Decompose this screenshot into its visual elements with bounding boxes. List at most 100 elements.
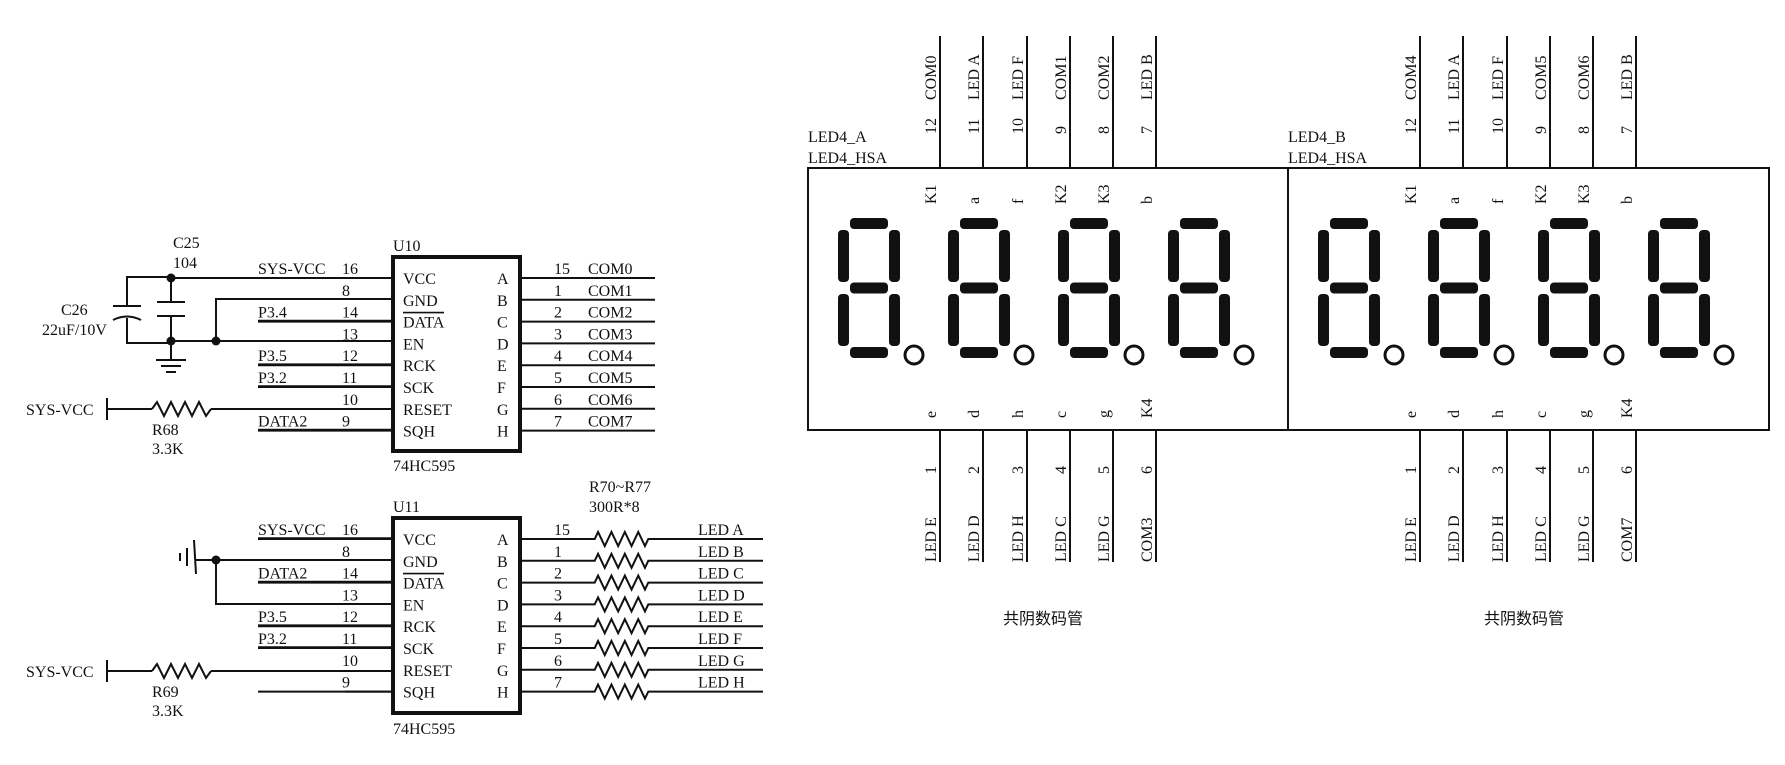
- pin-number: 12: [342, 348, 358, 365]
- pin-number: 15: [554, 522, 570, 539]
- segment: [838, 294, 849, 346]
- pin-name: EN: [403, 336, 425, 353]
- display-pin-function: f: [1490, 198, 1507, 204]
- display-pin-number: 5: [1096, 466, 1113, 474]
- pin-number: 8: [342, 283, 350, 300]
- display-pin-number: 6: [1619, 466, 1636, 474]
- pin-number: 7: [554, 414, 562, 431]
- segment: [1550, 218, 1588, 229]
- segment: [1180, 282, 1218, 294]
- pin-number: 10: [342, 653, 358, 670]
- u11-body: [391, 516, 522, 715]
- segment: [1168, 230, 1179, 282]
- display-pin-number: 2: [1446, 466, 1463, 474]
- junction-dot: [211, 555, 221, 565]
- display-pin-net: COM2: [1096, 56, 1113, 100]
- r69-value: 3.3K: [152, 703, 184, 720]
- net-label: LED E: [698, 609, 743, 626]
- display-pin-net: LED G: [1576, 515, 1593, 562]
- pin-number: 13: [342, 326, 358, 343]
- pin-name: G: [497, 663, 509, 680]
- decimal-point: [1233, 344, 1255, 366]
- pin-number: 6: [554, 653, 562, 670]
- pin-name: VCC: [403, 532, 436, 549]
- c26-plate-bottom: [112, 315, 142, 321]
- segment: [1070, 347, 1108, 358]
- segment: [1479, 294, 1490, 346]
- display-pin-function: K4: [1139, 398, 1156, 418]
- segment: [1538, 230, 1549, 282]
- display-pin-net: LED C: [1533, 516, 1550, 562]
- segment: [1589, 230, 1600, 282]
- pin-number: 2: [554, 305, 562, 322]
- pin-number: 9: [342, 414, 350, 431]
- display-pin-net: LED B: [1619, 54, 1636, 100]
- pin-name: SQH: [403, 424, 435, 441]
- display-pin-net: LED H: [1010, 515, 1027, 562]
- decimal-point: [1013, 344, 1035, 366]
- net-label: SYS-VCC: [258, 522, 326, 539]
- junction-dot: [166, 273, 176, 283]
- display-pin-function: h: [1010, 410, 1027, 418]
- u10-body: [391, 255, 522, 453]
- pin-number: 12: [342, 609, 358, 626]
- display-pin-number: 3: [1490, 466, 1507, 474]
- display-pin-number: 12: [1403, 118, 1420, 134]
- display-pin-net: COM3: [1139, 518, 1156, 562]
- gnd-en-wire: [215, 298, 393, 342]
- net-label: P3.2: [258, 370, 287, 387]
- u11-chip: U11 74HC595 16VCCSYS-VCC8GND14DATADATA21…: [258, 499, 763, 738]
- u10-part: 74HC595: [393, 458, 455, 475]
- display-pin-number: 5: [1576, 466, 1593, 474]
- display-pin-number: 4: [1533, 466, 1550, 474]
- net-label: COM7: [588, 414, 632, 431]
- pin-name: E: [497, 358, 507, 375]
- segment: [1070, 218, 1108, 229]
- pin-name: A: [497, 271, 509, 288]
- resistor-zigzag: [588, 595, 655, 614]
- display-pin-function: f: [1010, 198, 1027, 204]
- segment: [1369, 230, 1380, 282]
- pin-number: 4: [554, 609, 562, 626]
- pin-name: GND: [403, 293, 438, 310]
- display-pin-function: d: [1446, 410, 1463, 418]
- r69-zigzag: [151, 661, 212, 681]
- resistor-zigzag: [588, 529, 655, 549]
- pin-number: 14: [342, 566, 358, 583]
- decimal-point: [1603, 344, 1625, 366]
- pin-name: RCK: [403, 358, 436, 375]
- segment: [1330, 218, 1368, 229]
- segment: [999, 230, 1010, 282]
- segment: [1440, 347, 1478, 358]
- pin-number: 10: [342, 392, 358, 409]
- pin-number: 7: [554, 675, 562, 692]
- display-pin-function: b: [1619, 196, 1636, 204]
- pin-name: DATA: [403, 576, 445, 593]
- display-pin-function: h: [1490, 410, 1507, 418]
- pin-name: VCC: [403, 271, 436, 288]
- segment: [1428, 230, 1439, 282]
- pin-number: 3: [554, 587, 562, 604]
- pin-number: 2: [554, 566, 562, 583]
- net-label: COM1: [588, 283, 632, 300]
- net-label: COM5: [588, 370, 632, 387]
- r68-value: 3.3K: [152, 441, 184, 458]
- pin-number: 11: [342, 370, 357, 387]
- segment: [1589, 294, 1600, 346]
- segment: [1070, 282, 1108, 294]
- display-pin-net: LED H: [1490, 515, 1507, 562]
- pin-number: 15: [554, 261, 570, 278]
- pin-name: B: [497, 293, 508, 310]
- segment: [889, 294, 900, 346]
- segment: [948, 230, 959, 282]
- display-pin-function: K1: [1403, 184, 1420, 204]
- display-pin-function: c: [1053, 411, 1070, 418]
- segment: [960, 347, 998, 358]
- display-a-part: LED4_HSA: [808, 150, 888, 167]
- display-pin-net: LED E: [923, 517, 940, 562]
- decimal-point: [1383, 344, 1405, 366]
- pin-name: C: [497, 576, 508, 593]
- display-a-ref: LED4_A: [808, 129, 867, 146]
